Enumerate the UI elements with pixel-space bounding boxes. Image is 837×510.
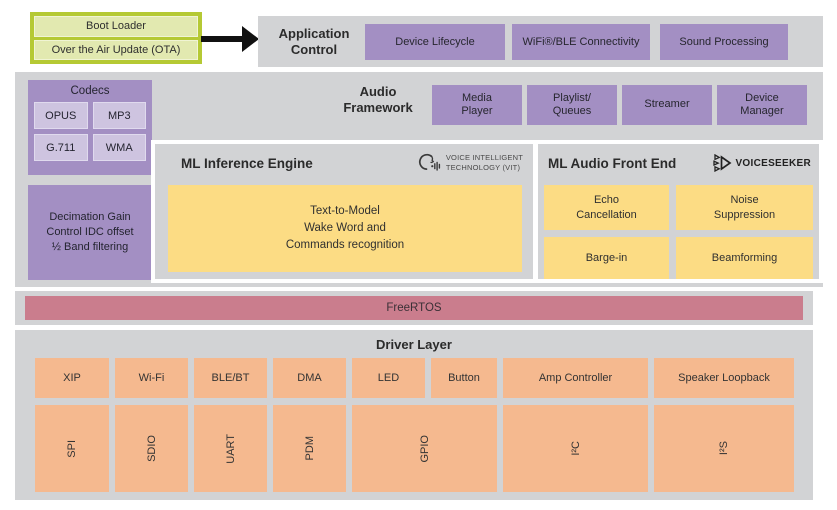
xip-box: XIP xyxy=(35,358,109,398)
ml-afe-title: ML Audio Front End xyxy=(548,155,677,171)
playlist-queues-box: Playlist/ Queues xyxy=(527,85,617,125)
boot-loader-box: Boot Loader xyxy=(34,16,198,37)
vit-logo-text: VOICE INTELLIGENT TECHNOLOGY (VIT) xyxy=(445,153,523,172)
amp-controller-box: Amp Controller xyxy=(503,358,648,398)
barge-in-box: Barge-in xyxy=(544,237,669,279)
led-box: LED xyxy=(352,358,425,398)
echo-cancellation-box: Echo Cancellation xyxy=(544,185,669,230)
i2c-box: I²C xyxy=(503,405,648,492)
arrow-icon xyxy=(201,26,259,52)
boot-loader-group: Boot Loader Over the Air Update (OTA) xyxy=(30,12,202,64)
device-lifecycle-box: Device Lifecycle xyxy=(365,24,505,60)
audio-framework-title: Audio Framework xyxy=(343,84,413,115)
freertos-panel: FreeRTOS xyxy=(15,291,813,325)
pdm-box: PDM xyxy=(273,405,346,492)
text-to-model-box: Text-to-Model Wake Word and Commands rec… xyxy=(168,185,522,272)
driver-layer-panel: Driver Layer XIP Wi-Fi BLE/BT DMA LED Bu… xyxy=(15,330,813,500)
speaker-loopback-box: Speaker Loopback xyxy=(654,358,794,398)
wifi-ble-connectivity-box: WiFi®/BLE Connectivity xyxy=(512,24,650,60)
application-control-title: Application Control xyxy=(278,25,350,57)
media-player-box: Media Player xyxy=(432,85,522,125)
gpio-box: GPIO xyxy=(352,405,497,492)
codecs-group: Codecs OPUS MP3 G.711 WMA xyxy=(28,80,152,175)
codec-wma-box: WMA xyxy=(92,134,146,161)
wifi-box: Wi-Fi xyxy=(115,358,188,398)
sound-processing-box: Sound Processing xyxy=(660,24,788,60)
beamforming-box: Beamforming xyxy=(676,237,813,279)
ota-update-box: Over the Air Update (OTA) xyxy=(34,39,198,60)
button-box: Button xyxy=(431,358,497,398)
driver-grid: XIP Wi-Fi BLE/BT DMA LED Button Amp Cont… xyxy=(35,358,794,492)
spi-box: SPI xyxy=(35,405,109,492)
i2s-box: I²S xyxy=(654,405,794,492)
uart-box: UART xyxy=(194,405,267,492)
vit-logo: VOICE INTELLIGENT TECHNOLOGY (VIT) xyxy=(415,152,523,174)
voiceseeker-icon xyxy=(713,154,732,172)
noise-suppression-box: Noise Suppression xyxy=(676,185,813,230)
dma-box: DMA xyxy=(273,358,346,398)
audio-framework-panel: Codecs OPUS MP3 G.711 WMA Decimation Gai… xyxy=(15,72,823,287)
ml-inference-header: ML Inference Engine VOICE INTELLIGENT TE… xyxy=(155,144,533,182)
ble-bt-box: BLE/BT xyxy=(194,358,267,398)
voiceseeker-logo: VOICESEEKER xyxy=(713,154,811,172)
codec-g711-box: G.711 xyxy=(34,134,88,161)
decimation-gain-control-box: Decimation Gain Control IDC offset ½ Ban… xyxy=(28,185,152,280)
vit-head-icon xyxy=(418,153,440,171)
voiceseeker-logo-text: VOICESEEKER xyxy=(735,157,811,169)
ml-audio-front-end-box: ML Audio Front End VOICESEEKER Echo Canc… xyxy=(534,140,823,283)
ml-afe-header: ML Audio Front End VOICESEEKER xyxy=(538,144,819,182)
ml-afe-grid: Echo Cancellation Noise Suppression Barg… xyxy=(538,182,819,279)
application-control-panel: Application Control Device Lifecycle WiF… xyxy=(258,16,823,67)
codecs-grid: OPUS MP3 G.711 WMA xyxy=(28,97,152,161)
sdio-box: SDIO xyxy=(115,405,188,492)
codec-mp3-box: MP3 xyxy=(92,102,146,129)
freertos-bar: FreeRTOS xyxy=(25,296,803,320)
ml-inference-engine-box: ML Inference Engine VOICE INTELLIGENT TE… xyxy=(151,140,537,283)
audio-framework-boxes: Media Player Playlist/ Queues Streamer D… xyxy=(432,85,807,125)
ml-inference-title: ML Inference Engine xyxy=(181,155,313,171)
codecs-title: Codecs xyxy=(70,85,110,97)
streamer-box: Streamer xyxy=(622,85,712,125)
codec-opus-box: OPUS xyxy=(34,102,88,129)
device-manager-box: Device Manager xyxy=(717,85,807,125)
driver-layer-title: Driver Layer xyxy=(376,337,452,352)
